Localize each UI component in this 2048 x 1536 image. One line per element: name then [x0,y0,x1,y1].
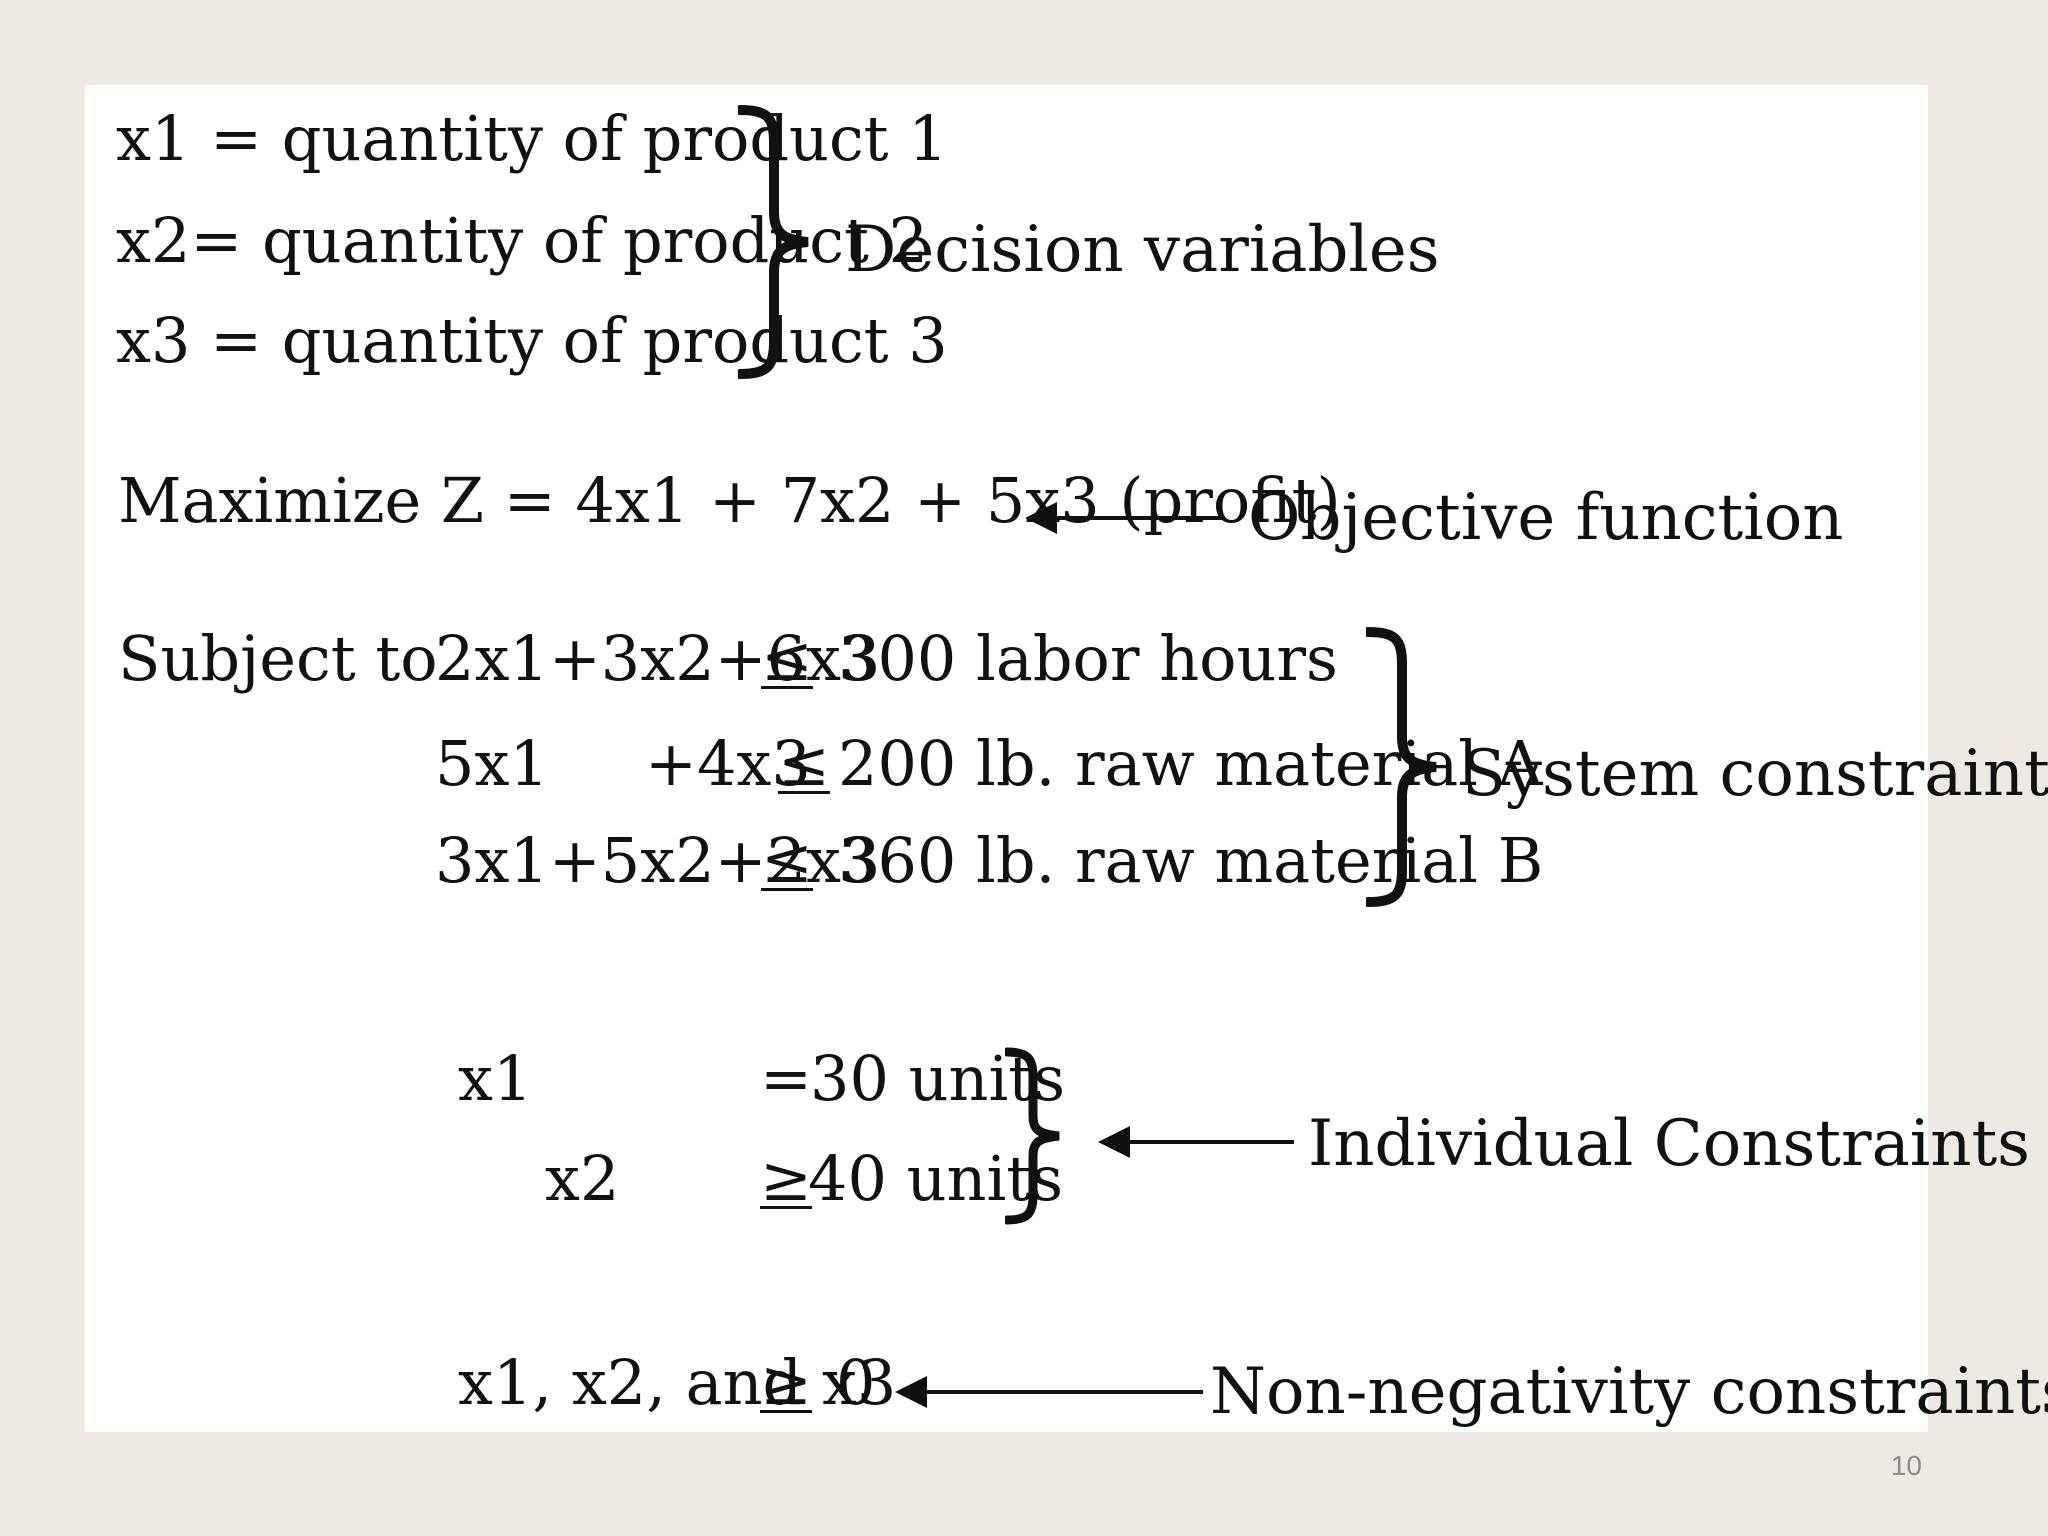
decision-variables-label: Decision variables [845,213,1440,287]
subject-to-label: Subject to [118,622,438,695]
objective-expression: Maximize Z = 4x1 + 7x2 + 5x3 (profit) [118,464,1341,537]
individual-constraint-1-operator: = [760,1042,812,1115]
individual-constraints-label: Individual Constraints [1308,1107,2030,1181]
constraint-row-3-operator: ≤ [761,824,813,897]
system-constraints-brace-icon [1366,627,1437,907]
nonnegativity-operator: ≥ [760,1346,812,1419]
constraint-row-1-operator: ≤ [761,622,813,695]
individual-constraint-2-operator: ≥ [760,1142,812,1215]
objective-function-label: Objective function [1248,481,1844,555]
decision-variables-brace-icon [738,105,809,379]
individual-constraint-1-variable: x1 [458,1042,533,1115]
nonnegativity-variables: x1, x2, and x3 [458,1346,897,1419]
constraint-row-2-lhs: 5x1 [435,727,549,800]
decision-variable-x1: x1 = quantity of product 1 [116,102,948,175]
constraint-row-1-lhs: 2x1+3x2+6x3 [435,622,881,695]
individual-constraints-arrow-icon [1098,1126,1294,1158]
constraint-row-3-lhs: 3x1+5x2+2x3 [435,824,881,897]
system-constraints-label: System constraints [1462,737,2048,811]
slide-number: 10 [1890,1450,1922,1481]
slide-panel [85,85,1928,1432]
constraint-row-3-rhs: 360 lb. raw material B [838,824,1544,897]
nonnegativity-value: 0 [836,1346,876,1419]
decision-variable-x3: x3 = quantity of product 3 [116,304,948,377]
objective-arrow-icon [1025,502,1225,534]
individual-constraint-2-rhs: 40 units [808,1142,1064,1215]
individual-constraint-2-variable: x2 [545,1142,620,1215]
constraint-row-2-lhs-term: +4x3 [645,727,811,800]
constraint-row-1-rhs: 300 labor hours [838,622,1338,695]
nonnegativity-arrow-icon [895,1376,1203,1408]
constraint-row-2-operator: ≤ [778,727,830,800]
individual-constraints-brace-icon [1005,1047,1060,1225]
nonnegativity-constraints-label: Non-negativity constraints [1210,1355,2048,1429]
